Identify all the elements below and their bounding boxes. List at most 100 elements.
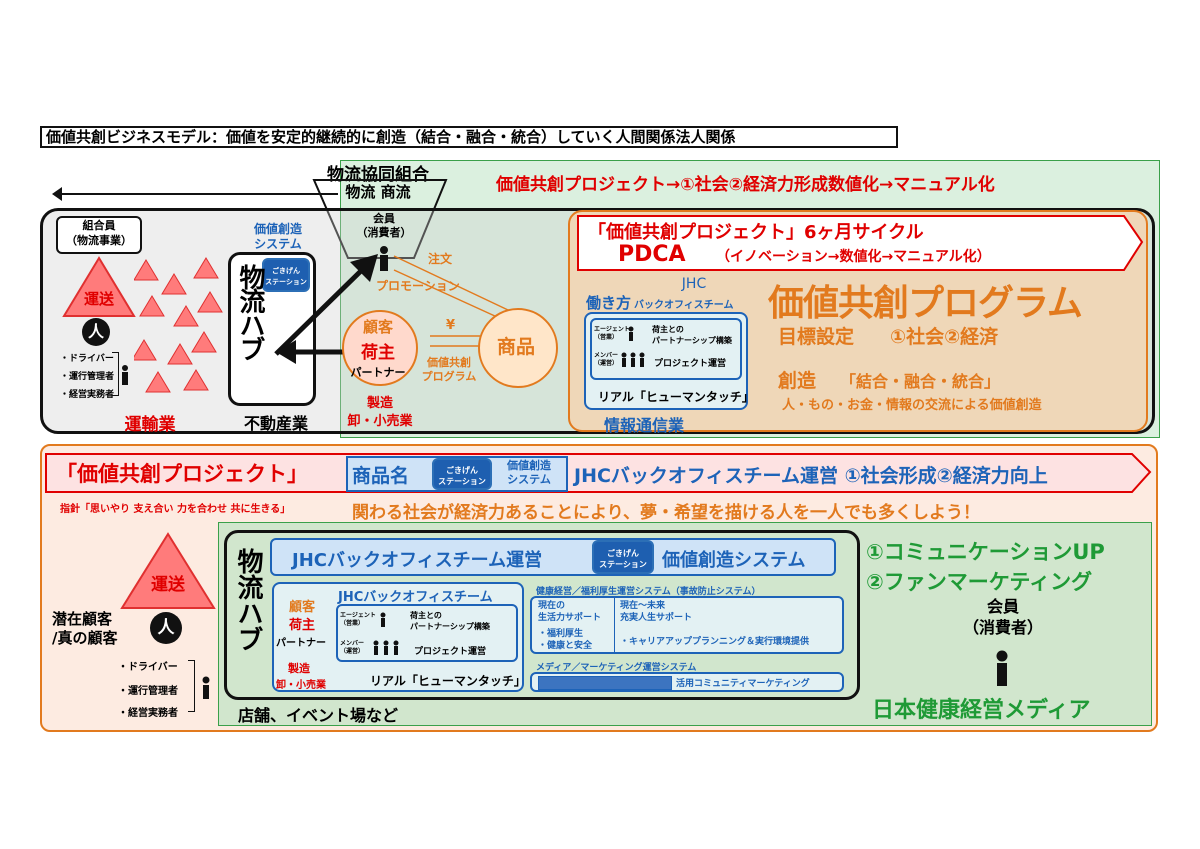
person-icon (202, 676, 210, 699)
partnership-bottom: 荷主との パートナーシップ構築 (410, 611, 490, 631)
customer-label: 顧客 (362, 318, 393, 336)
goal-setting: 目標設定 (778, 326, 855, 348)
jhc-team-label-bottom: JHCバックオフィスチーム (338, 590, 493, 605)
partnership-label: 荷主との パートナーシップ構築 (652, 325, 732, 345)
person-icon (380, 612, 386, 627)
member-consumer-top: 会員 （消費者） (356, 212, 412, 239)
gokigen-badge-top: ごきげん ステーション (262, 258, 310, 292)
backoffice-label: バックオフィスチーム (634, 300, 734, 311)
customer-bottom: 顧客 (288, 600, 315, 615)
gokigen-badge-bottom: ごきげん ステーション (432, 458, 492, 490)
bracket (112, 352, 119, 396)
jhc-ops-label: JHCバックオフィスチーム運営 (292, 550, 543, 571)
guideline: 指針「思いやり 支え合い 力を合わせ 共に生きる」 (60, 504, 291, 515)
product-circle (478, 308, 558, 388)
agent-bottom: エージェント （営業） (340, 612, 376, 627)
jhc-ops-box (270, 538, 836, 576)
health-divider (614, 598, 615, 652)
diagram-title: 価値共創ビジネスモデル：価値を安定的継続的に創造（結合・融合・統合）していく人間… (40, 126, 898, 148)
person-circle: 人 (82, 318, 110, 346)
current-support: 現在の 生活力サポート (538, 601, 602, 623)
value-program-small: 価値共創 プログラム (421, 356, 477, 383)
member-consumer-bottom: 会員 （消費者） (962, 597, 1043, 637)
driver-bottom: ・ドライバー (118, 662, 178, 673)
flow-lines (393, 255, 509, 347)
banner-rest: JHCバックオフィスチーム運営 ①社会形成②経済力向上 (574, 465, 1048, 487)
real-human-touch-top: リアル「ヒューマンタッチ」 (598, 390, 754, 404)
wholesale-label: 卸・小売業 (347, 414, 413, 429)
team-box-top (584, 312, 748, 410)
operator-label: ・運行管理者 (60, 372, 115, 382)
hub-text: 物流ハブ (235, 264, 265, 360)
pdca-line1: 「価値共創プロジェクト」6ヶ月サイクル (588, 222, 924, 243)
shipper-bottom: 荷主 (288, 618, 315, 633)
health-mgmt-label: 健康経営／福利厚生運営システム（事故防止システム） (536, 587, 761, 597)
project-arrow-label: 価値共創プロジェクト→①社会②経済力形成数値化→マニュアル化 (496, 175, 995, 195)
it-industry-label: 情報通信業 (604, 416, 685, 435)
order-label: 注文 (428, 252, 453, 266)
manufacturing-bottom: 製造 (288, 662, 310, 675)
members-ops-bottom: メンバー （運営） (340, 640, 365, 655)
transport-label-bottom: 運送 (151, 575, 185, 595)
stores-label: 店舗、イベント場など (238, 706, 399, 725)
media-name: 日本健康経営メディア (872, 698, 1091, 723)
future-support: 現在～未来 充実人生サポート (620, 601, 693, 623)
social-econ: ①社会②経済 (890, 326, 999, 348)
jhc-team-box-bottom (272, 582, 524, 692)
comm-up: ①コミュニケーションUP (866, 540, 1105, 564)
mini-triangle-group (134, 257, 223, 393)
creation: 創造 (778, 370, 817, 392)
project-ops-label: プロジェクト運営 (654, 359, 727, 369)
value-system-bottom: 価値創造 システム (507, 459, 551, 486)
person-circle-bottom: 人 (150, 612, 182, 644)
media-marketing-label: メディア／マーケティング運営システム (536, 663, 697, 673)
coop-sub-label: 物流 商流 (345, 183, 411, 201)
promotion-label: プロモーション (376, 279, 460, 293)
partner-bottom: パートナー (276, 638, 326, 649)
flow-arrow-line (58, 193, 338, 195)
person-icon (996, 650, 1008, 686)
project-ops-bottom: プロジェクト運営 (414, 647, 487, 657)
product-name: 商品名 (352, 465, 410, 487)
media-bar (538, 676, 672, 690)
value-creation-system: 価値創造システム (662, 550, 806, 571)
real-estate-label: 不動産業 (243, 414, 308, 433)
career-label: ・キャリアアッププランニング＆実行環境提供 (620, 637, 810, 647)
real-human-touch-bottom: リアル「ヒューマンタッチ」 (370, 674, 526, 688)
pdca-line2b: （イノベーション→数値化→マニュアル化） (716, 249, 991, 265)
project-label-bottom: 「価値共創プロジェクト」 (56, 462, 308, 486)
slogan: 関わる社会が経済力あることにより、夢・希望を描ける人を一人でも多くしよう！ (352, 503, 980, 523)
flow-arrow-left-head (52, 187, 62, 201)
transport-industry: 運輸業 (124, 415, 176, 435)
yen-label: ¥ (446, 318, 456, 333)
hub-text-bottom: 物流ハブ (233, 548, 263, 652)
person-icon (373, 640, 399, 655)
driver-label: ・ドライバー (60, 354, 114, 364)
welfare-label: ・福利厚生 ・健康と安全 (538, 629, 593, 651)
creation-types: 「結合・融合・統合」 (840, 372, 1001, 391)
pdca-arrow-shape (577, 215, 1144, 271)
team-inner-top (590, 318, 742, 380)
product-label: 商品 (496, 336, 535, 358)
member-title: 組合員 （物流事業） (56, 216, 142, 254)
wholesale-bottom: 卸・小売業 (276, 680, 326, 691)
practitioner-label: ・経営実務者 (60, 390, 115, 400)
partner-label: パートナー (350, 366, 406, 379)
health-box (530, 596, 844, 654)
person-icon (628, 326, 634, 341)
agent-label: エージェント （営業） (594, 326, 630, 341)
funnel-shape (312, 179, 448, 259)
value-system-label: 価値創造 システム (253, 222, 302, 251)
transport-triangle-bottom (120, 532, 216, 609)
hub-arrows (274, 254, 378, 364)
gokigen-badge-bottom2: ごきげん ステーション (592, 540, 654, 574)
transport-label: 運送 (83, 290, 114, 308)
bottom-banner-arrow (45, 453, 1152, 493)
shipper-label: 荷主 (361, 343, 395, 363)
community-marketing: 活用コミュニティマーケティング (676, 679, 810, 689)
manufacturing-label: 製造 (366, 396, 393, 411)
hub-box-bottom (224, 530, 860, 700)
operator-bottom: ・運行管理者 (118, 686, 178, 697)
person-icon (122, 365, 128, 385)
person-icon (621, 352, 645, 367)
